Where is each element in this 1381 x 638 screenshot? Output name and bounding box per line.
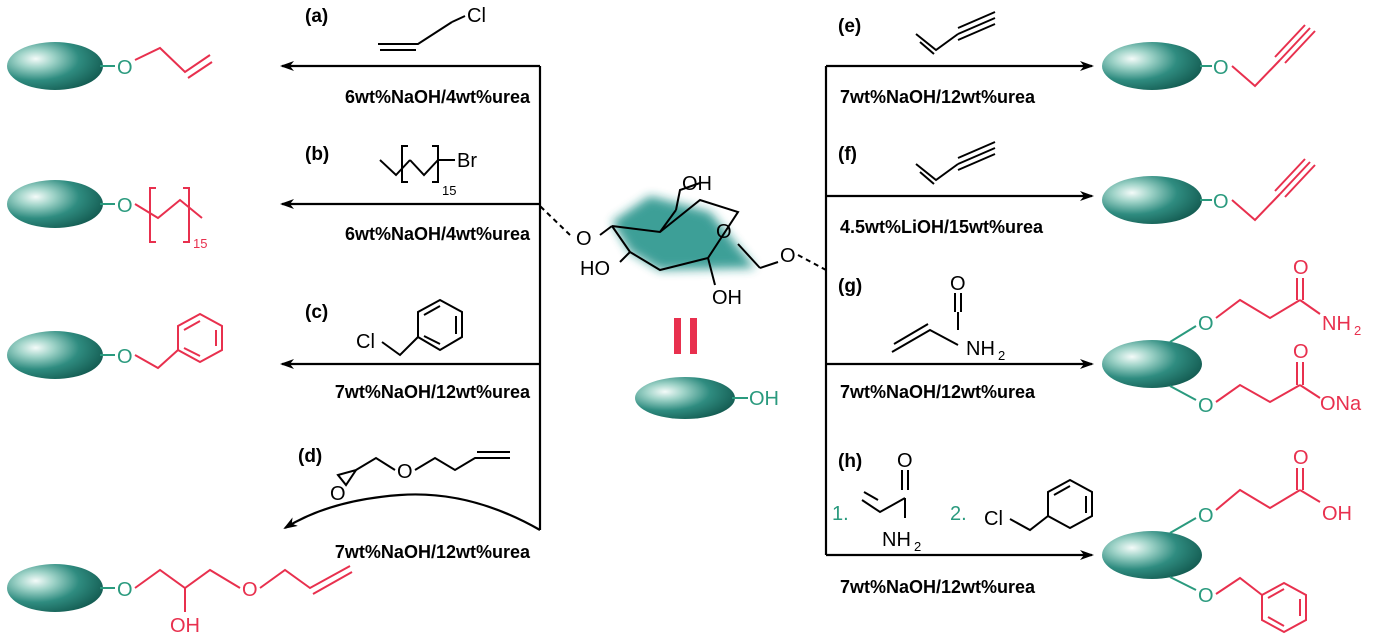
condition-b: 6wt%NaOH/4wt%urea	[345, 224, 531, 244]
cellulose-oh: OH	[635, 377, 779, 419]
label-e: (e)	[838, 16, 861, 37]
product-f: O	[1102, 158, 1316, 224]
svg-text:O: O	[897, 450, 913, 472]
svg-text:NH: NH	[966, 338, 995, 360]
svg-text:O: O	[117, 346, 133, 368]
svg-text:Cl: Cl	[356, 331, 375, 353]
right-arrows	[824, 61, 1094, 560]
svg-text:15: 15	[442, 183, 456, 198]
svg-text:NH: NH	[1322, 313, 1351, 335]
product-b: O 15	[7, 180, 207, 251]
svg-text:HO: HO	[580, 258, 610, 280]
svg-text:O: O	[1293, 257, 1309, 279]
condition-e: 7wt%NaOH/12wt%urea	[840, 87, 1036, 107]
svg-text:2: 2	[1354, 323, 1361, 338]
svg-text:O: O	[1213, 191, 1229, 213]
cellulose-ellipse-icon	[1102, 176, 1202, 224]
svg-text:O: O	[117, 57, 133, 79]
arrow-d	[283, 493, 541, 531]
condition-d: 7wt%NaOH/12wt%urea	[335, 542, 531, 562]
product-h: O O OH O	[1102, 447, 1352, 634]
svg-text:NH: NH	[882, 529, 911, 551]
label-b: (b)	[305, 144, 329, 165]
svg-text:O: O	[576, 228, 592, 250]
svg-text:OH: OH	[712, 287, 742, 309]
product-g: O O NH 2 O O ONa	[1102, 257, 1362, 417]
label-h: (h)	[838, 451, 862, 472]
svg-text:O: O	[716, 221, 732, 243]
cellulose-ellipse-icon	[1102, 531, 1202, 579]
reagent-acrylamide-g: O NH 2	[891, 273, 1005, 363]
cellulose-ellipse-icon	[635, 377, 735, 419]
svg-text:OH: OH	[1322, 503, 1352, 525]
left-arrows	[280, 61, 542, 531]
reagent-allyl-chloride: Cl	[378, 5, 486, 51]
reagent-vinylacetylene-e	[915, 11, 996, 55]
reagent-acrylamide-h: 1. O NH 2	[832, 450, 921, 554]
svg-text:OH: OH	[749, 388, 779, 410]
product-e: O	[1102, 24, 1316, 90]
cellulose-ellipse-icon	[7, 180, 103, 228]
condition-a: 6wt%NaOH/4wt%urea	[345, 87, 531, 107]
condition-f: 4.5wt%LiOH/15wt%urea	[840, 217, 1044, 237]
product-a: O	[7, 42, 213, 90]
svg-text:O: O	[1198, 585, 1214, 607]
reagent-vinylacetylene-f	[915, 141, 996, 185]
svg-text:1.: 1.	[832, 503, 849, 525]
svg-text:Cl: Cl	[984, 508, 1003, 530]
svg-text:O: O	[117, 195, 133, 217]
svg-text:O: O	[1213, 57, 1229, 79]
condition-h: 7wt%NaOH/12wt%urea	[840, 577, 1036, 597]
cellulose-ellipse-icon	[1102, 340, 1202, 388]
svg-text:O: O	[950, 273, 966, 295]
svg-text:ONa: ONa	[1320, 393, 1362, 415]
label-g: (g)	[838, 276, 862, 297]
svg-text:OH: OH	[170, 615, 200, 637]
svg-text:O: O	[1198, 313, 1214, 335]
svg-text:15: 15	[193, 236, 207, 251]
label-d: (d)	[298, 446, 322, 467]
cellulose-ellipse-icon	[7, 331, 103, 379]
label-a: (a)	[305, 6, 328, 27]
svg-text:Br: Br	[457, 150, 477, 172]
svg-text:2: 2	[998, 348, 1005, 363]
equals-sign	[674, 318, 697, 354]
reagent-benzyl-chloride: Cl	[356, 298, 463, 357]
svg-text:O: O	[1198, 505, 1214, 527]
svg-text:OH: OH	[682, 173, 712, 195]
cellulose-ellipse-icon	[7, 564, 103, 612]
svg-text:O: O	[780, 245, 796, 267]
svg-text:O: O	[242, 579, 258, 601]
glucose-unit: OH O OH HO O O	[539, 173, 827, 309]
svg-text:O: O	[397, 461, 413, 483]
svg-text:O: O	[1293, 341, 1309, 363]
reagent-alkyl-bromide: Br 15	[379, 145, 477, 198]
product-c: O	[7, 312, 223, 379]
condition-c: 7wt%NaOH/12wt%urea	[335, 382, 531, 402]
product-d: O OH O	[7, 564, 353, 637]
condition-g: 7wt%NaOH/12wt%urea	[840, 382, 1036, 402]
svg-text:O: O	[1293, 447, 1309, 469]
svg-text:O: O	[117, 579, 133, 601]
label-c: (c)	[305, 302, 328, 323]
cellulose-ellipse-icon	[1102, 42, 1202, 90]
svg-text:O: O	[1198, 395, 1214, 417]
reagent-allyl-glycidyl-ether: O O	[330, 451, 510, 505]
label-f: (f)	[838, 144, 857, 165]
svg-text:Cl: Cl	[467, 5, 486, 27]
svg-text:O: O	[330, 483, 346, 505]
svg-text:2: 2	[914, 539, 921, 554]
svg-text:2.: 2.	[950, 503, 967, 525]
cellulose-ellipse-icon	[7, 42, 103, 90]
reagent-benzyl-chloride-h: 2. Cl	[950, 478, 1093, 532]
